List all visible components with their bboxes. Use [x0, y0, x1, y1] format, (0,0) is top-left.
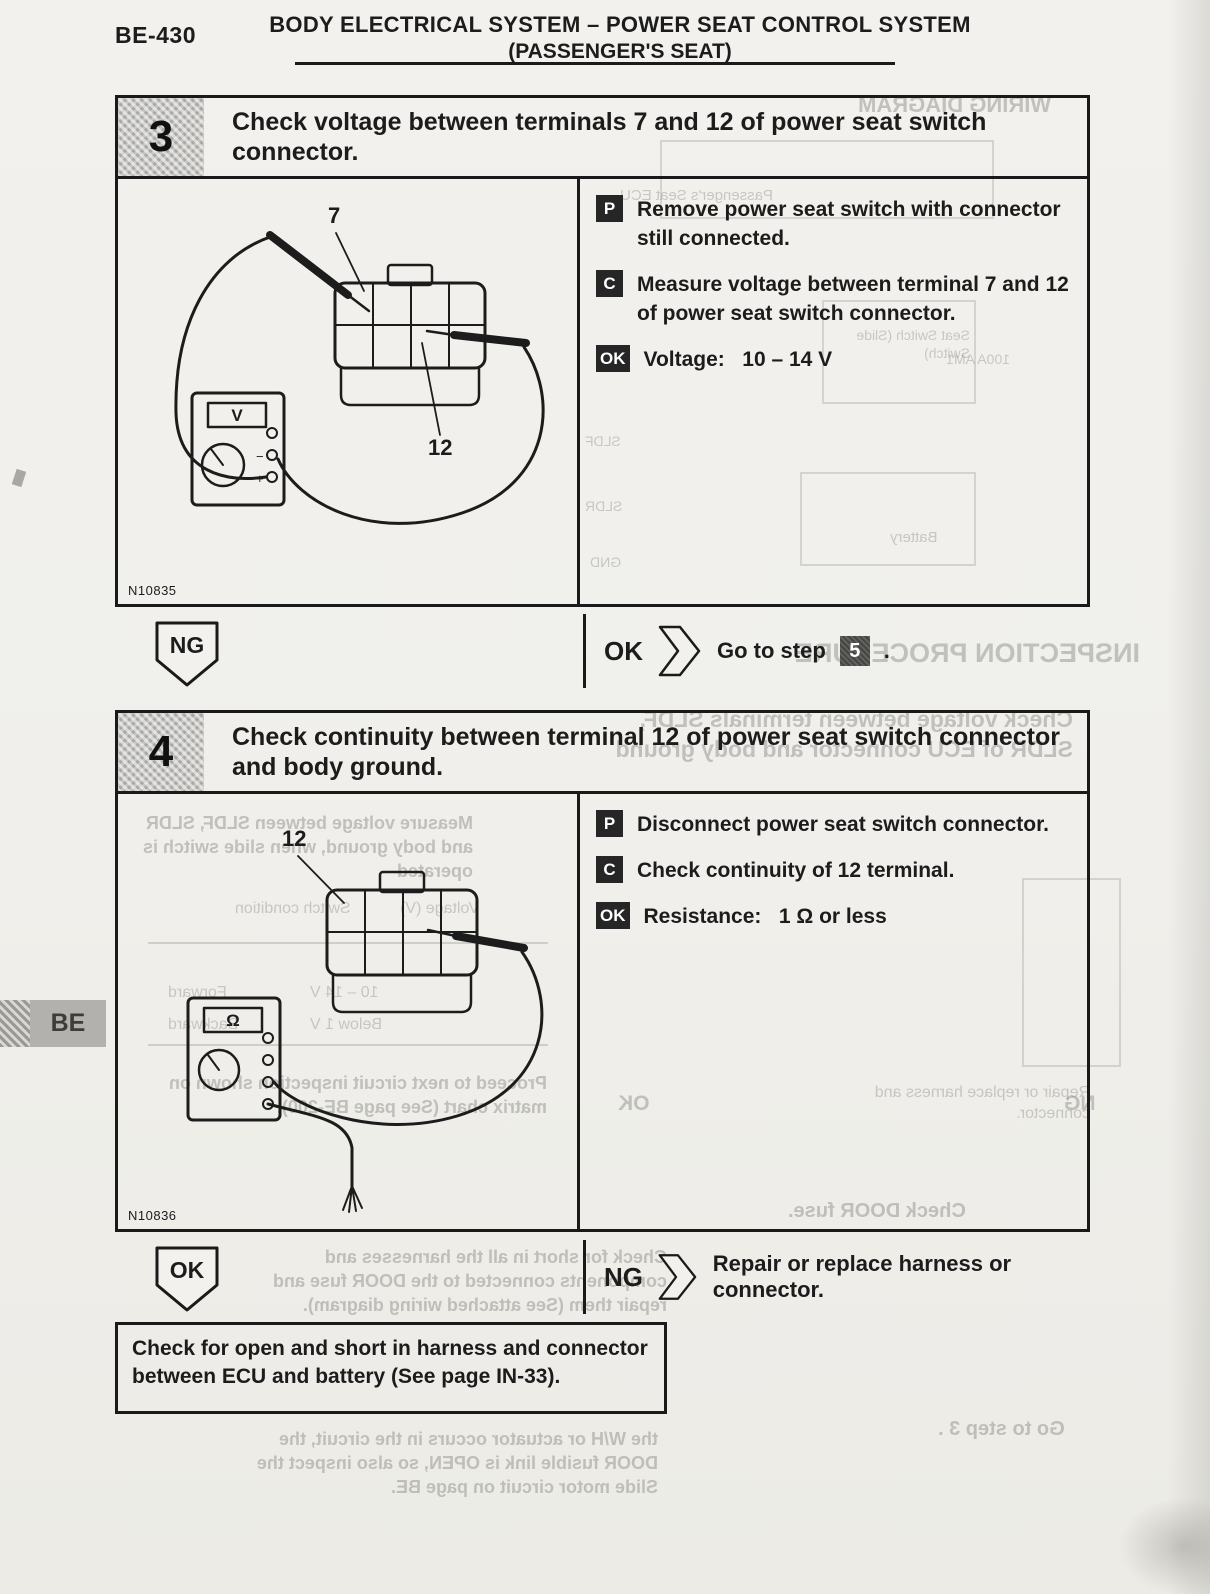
- ok-pennant: OK: [155, 1246, 219, 1312]
- instruction-text: Check continuity of 12 terminal.: [637, 858, 955, 882]
- ng-pennant: NG: [155, 621, 219, 687]
- bleedthrough-text: Go to step 3 .: [938, 1418, 1065, 1440]
- instruction-row: C Measure voltage between terminal 7 and…: [596, 269, 1069, 329]
- instruction-text: Disconnect power seat switch connector.: [637, 813, 1049, 836]
- prepare-tag: P: [596, 810, 623, 837]
- header-rule: [295, 62, 895, 65]
- section-tab-be: BE: [30, 1000, 106, 1047]
- figure-id: N10835: [128, 583, 177, 598]
- step-3-box: 3 Check voltage between terminals 7 and …: [115, 95, 1090, 607]
- ok-result-strip: OK Go to step 5 .: [583, 614, 1090, 688]
- result-action-text: Go to step: [717, 638, 826, 663]
- scan-smudge: [1118, 1496, 1210, 1594]
- flow-chevron-icon: [658, 625, 701, 677]
- continuity-check-figure: 12 Ω: [186, 826, 544, 1213]
- meter-mode-label: V: [231, 406, 243, 425]
- step-title: Check voltage between terminals 7 and 12…: [232, 107, 987, 167]
- step-number: 4: [118, 713, 204, 791]
- ok-label: OK: [604, 635, 643, 666]
- figure-id: N10836: [128, 1208, 177, 1223]
- spec-text: Voltage: 10 – 14 V: [643, 347, 833, 371]
- step-number: 3: [118, 98, 204, 176]
- check-tag: C: [596, 269, 623, 297]
- terminal-12-label: 12: [428, 435, 452, 460]
- voltage-check-figure: 7 12 V − +: [174, 203, 545, 525]
- instruction-text: Remove power seat switch with connector …: [637, 198, 1061, 250]
- flow-chevron-icon: [658, 1254, 697, 1300]
- check-tag: C: [596, 855, 623, 883]
- scan-artifact: [11, 468, 27, 488]
- page-title: BODY ELECTRICAL SYSTEM – POWER SEAT CONT…: [269, 12, 971, 37]
- instruction-area: P Disconnect power seat switch connector…: [580, 794, 1087, 1229]
- note-box: Check for open and short in harness and …: [115, 1322, 667, 1414]
- ng-result-strip: NG Repair or replace harness or connecto…: [583, 1240, 1090, 1314]
- step-ref-badge: 5: [839, 636, 870, 666]
- ok-label: OK: [170, 1257, 205, 1283]
- page-header: BODY ELECTRICAL SYSTEM – POWER SEAT CONT…: [250, 12, 990, 64]
- terminal-12-label: 12: [282, 826, 306, 851]
- meter-plus-mark: +: [256, 471, 264, 486]
- result-suffix: .: [883, 638, 890, 663]
- ng-label: NG: [604, 1261, 643, 1292]
- prepare-tag: P: [596, 195, 623, 222]
- step-4-box: 4 Check continuity between terminal 12 o…: [115, 710, 1090, 1232]
- meter-mode-label: Ω: [226, 1011, 240, 1030]
- page-subtitle: (PASSENGER'S SEAT): [508, 40, 732, 63]
- instruction-row: OK Resistance: 1 Ω or less: [596, 901, 1069, 932]
- ok-tag: OK: [596, 344, 630, 372]
- instruction-area: P Remove power seat switch with connecto…: [580, 179, 1087, 604]
- result-action-text: Repair or replace harness or connector.: [712, 1251, 1012, 1302]
- instruction-row: P Disconnect power seat switch connector…: [596, 810, 1069, 840]
- spec-text: Resistance: 1 Ω or less: [643, 904, 887, 928]
- step-title: Check continuity between terminal 12 of …: [232, 722, 1060, 782]
- ng-label: NG: [170, 632, 205, 658]
- instruction-row: P Remove power seat switch with connecto…: [596, 195, 1069, 254]
- instruction-row: OK Voltage: 10 – 14 V: [596, 344, 1069, 375]
- terminal-7-label: 7: [328, 203, 340, 228]
- side-tab-hatch: [0, 1000, 30, 1047]
- step-3-header: 3 Check voltage between terminals 7 and …: [118, 98, 1087, 179]
- page-code: BE-430: [115, 22, 196, 48]
- bleedthrough-text: the W/H or actuator occurs in the circui…: [256, 1429, 658, 1497]
- instruction-row: C Check continuity of 12 terminal.: [596, 855, 1069, 886]
- figure-area: 12 Ω N10836: [118, 794, 580, 1229]
- scan-edge-shade: [1168, 0, 1210, 1594]
- step-4-header: 4 Check continuity between terminal 12 o…: [118, 713, 1087, 794]
- ok-tag: OK: [596, 901, 630, 929]
- figure-area: 7 12 V − + N10835: [118, 179, 580, 604]
- instruction-text: Measure voltage between terminal 7 and 1…: [637, 272, 1069, 325]
- meter-minus-mark: −: [256, 449, 264, 464]
